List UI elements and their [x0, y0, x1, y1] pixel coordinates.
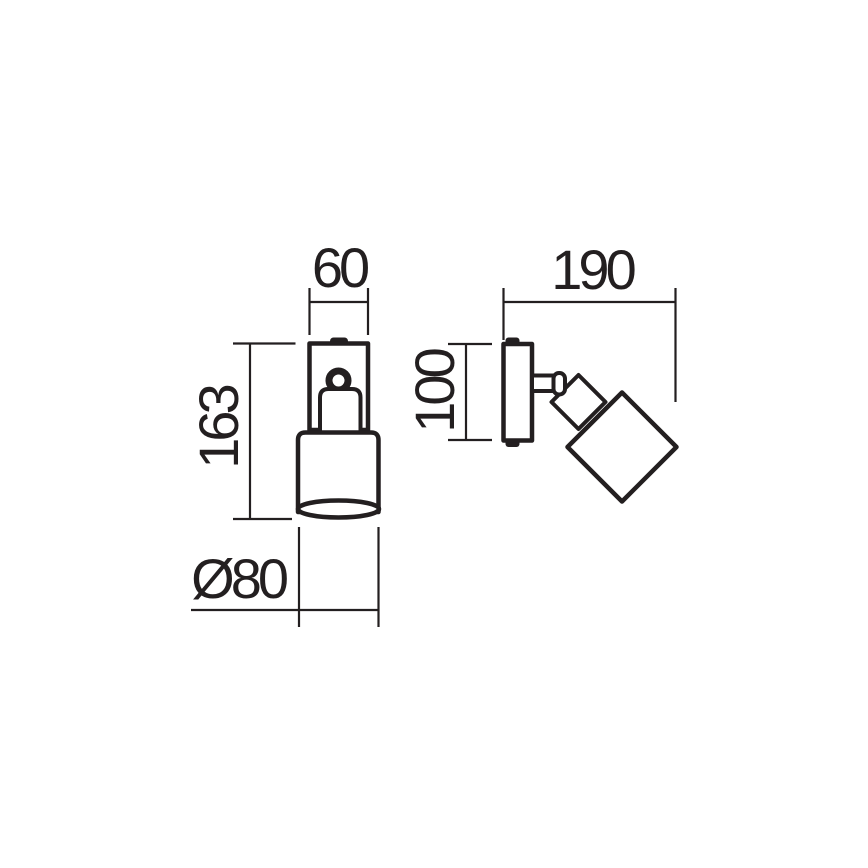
dim-diameter-label: Ø80 [191, 547, 287, 610]
front-view: 60 163 [187, 236, 382, 627]
lamp-shade-side [565, 390, 679, 504]
dim-width-label: 60 [312, 236, 368, 299]
dim-depth: 190 [502, 238, 677, 402]
hinge-pin [551, 371, 567, 397]
wall-plate-side [501, 341, 535, 443]
dim-height-label: 163 [187, 385, 250, 468]
dim-diameter: Ø80 [191, 527, 380, 627]
dim-depth-label: 190 [551, 238, 634, 301]
lamp-shade-body [295, 430, 381, 515]
lamp-neck [318, 387, 363, 436]
dim-width: 60 [308, 236, 372, 335]
side-view: 190 100 [403, 238, 679, 504]
lamp-shade-opening [295, 498, 382, 520]
dim-plate-height-label: 100 [403, 349, 466, 432]
dim-height: 163 [187, 342, 296, 521]
dim-plate-height: 100 [403, 342, 492, 442]
